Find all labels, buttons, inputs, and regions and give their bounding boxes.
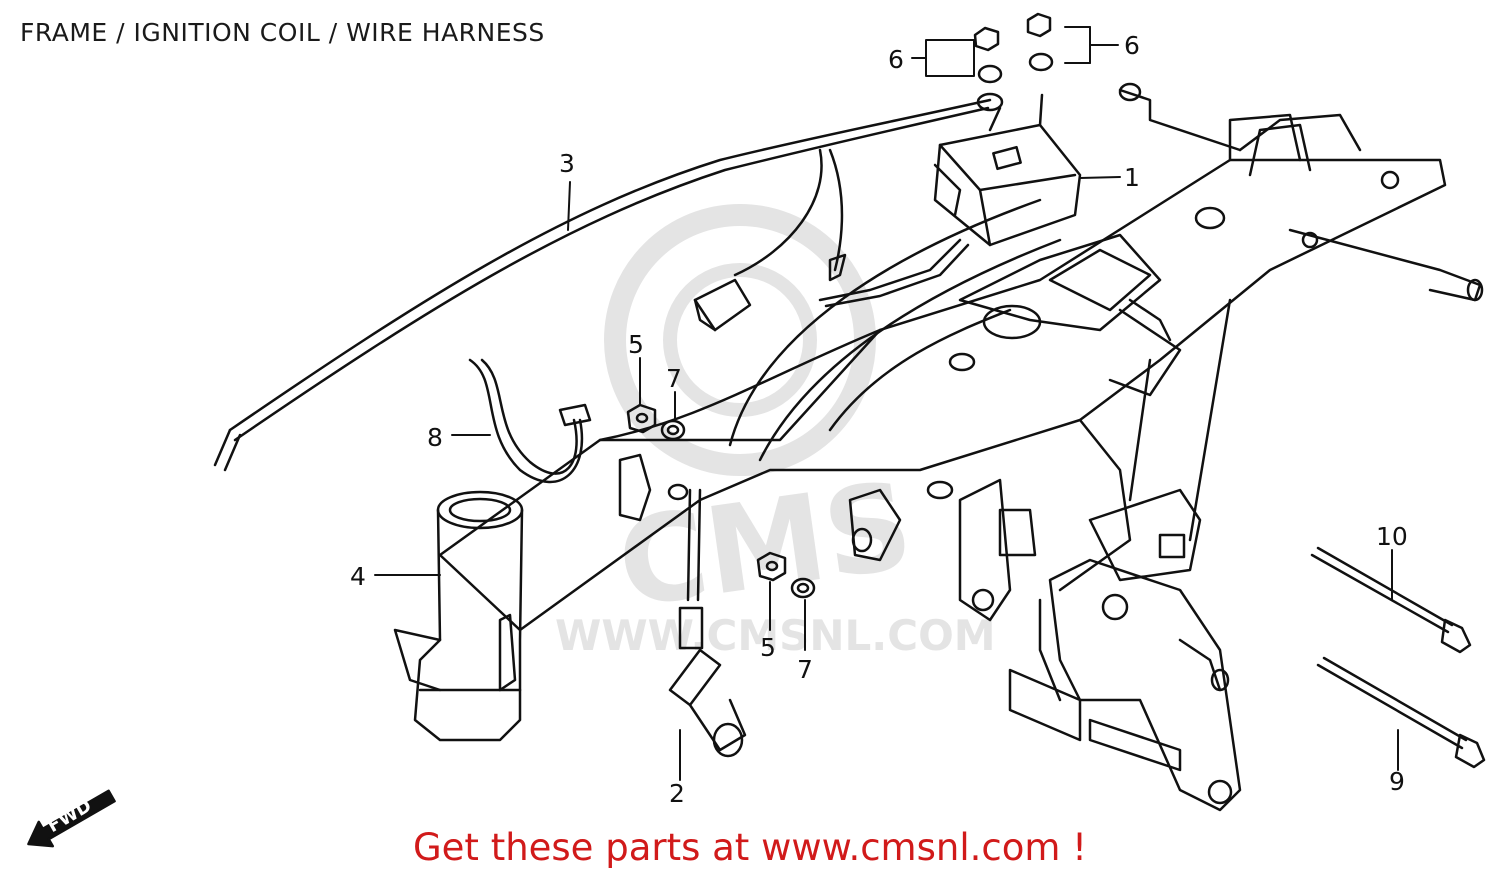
callout-5-lower: 5 [760, 633, 776, 662]
bolt-9 [1316, 656, 1486, 769]
spark-plug-cap [668, 488, 747, 758]
callout-7-lower: 7 [797, 655, 813, 684]
callout-3: 3 [559, 149, 575, 178]
callout-2: 2 [669, 779, 685, 808]
watermark-url: WWW.CMSNL.COM [555, 611, 996, 660]
bolt-10 [1310, 546, 1472, 654]
callout-7-upper: 7 [666, 364, 682, 393]
callout-9: 9 [1389, 767, 1405, 796]
callout-labels: 1 2 3 4 5 5 6 6 7 7 8 9 10 [350, 31, 1408, 808]
steering-head-pipe [393, 490, 524, 742]
callout-6-right: 6 [1124, 31, 1140, 60]
callout-10: 10 [1376, 522, 1408, 551]
wire-harness [213, 92, 1004, 472]
washer-7-upper [660, 419, 686, 441]
nuts-washers-6 [973, 12, 1054, 84]
frame-brackets [618, 453, 1037, 622]
watermark: CMS WWW.CMSNL.COM [555, 204, 996, 660]
nut-5-lower [756, 551, 787, 582]
harness-band [468, 358, 592, 484]
callout-8: 8 [427, 423, 443, 452]
frame-body [438, 82, 1484, 632]
callout-6-left: 6 [888, 45, 904, 74]
washer-7-lower [790, 577, 816, 599]
watermark-mark: CMS [610, 457, 920, 636]
frame-lower-rear [1008, 298, 1242, 812]
leader-lines [374, 26, 1399, 781]
ignition-coil [818, 93, 1082, 308]
page-title: FRAME / IGNITION COIL / WIRE HARNESS [20, 18, 545, 47]
callout-1: 1 [1124, 163, 1140, 192]
footer-link-text[interactable]: Get these parts at www.cmsnl.com ! [412, 826, 1087, 869]
callout-5-upper: 5 [628, 330, 644, 359]
callout-4: 4 [350, 562, 366, 591]
